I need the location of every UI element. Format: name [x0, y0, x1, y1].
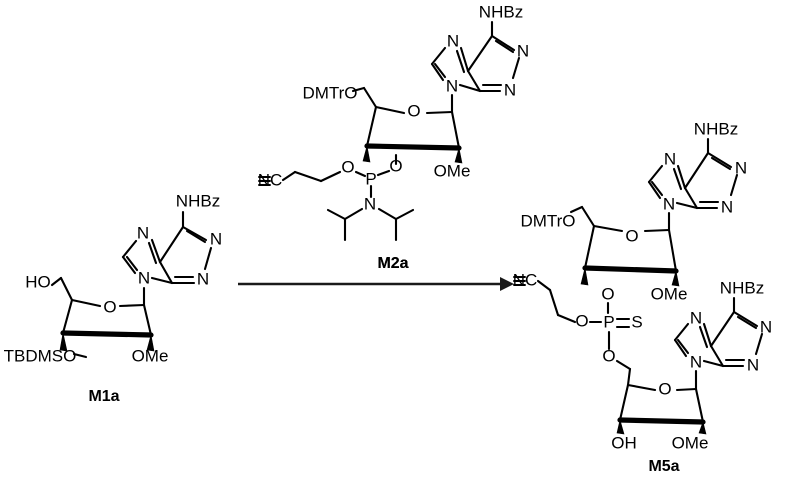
- m5a-N3-lower-label: N: [747, 355, 759, 374]
- m5a-DMTrO-label: DMTrO: [520, 211, 575, 230]
- m2a-NC-label: NC: [258, 170, 283, 189]
- structure-m2a: DMTrO O OMe NHBz N N N N NC O P O N M2a: [258, 2, 529, 272]
- m5a-N1-lower-label: N: [760, 317, 772, 336]
- m1a-TBDMSO-label: TBDMSO: [4, 346, 77, 365]
- m2a-N7-label: N: [447, 31, 459, 50]
- m5a-ring-oxygen-lower-label: O: [658, 379, 671, 398]
- arrow-reagent-label: M2a: [377, 255, 408, 272]
- m5a-purine-ring-upper: [647, 137, 739, 232]
- m2a-amine-nitrogen-label: N: [364, 194, 376, 213]
- m2a-ring-oxygen-label: O: [407, 101, 420, 120]
- m1a-N7-label: N: [137, 223, 149, 242]
- m5a-upper-ester-oxygen-label: O: [601, 284, 614, 303]
- m5a-purine-ring-lower: [673, 296, 764, 391]
- m5a-N9-upper-label: N: [663, 194, 675, 213]
- structure-m1a: HO TBDMSO OMe O NHBz N N N N M1a: [4, 191, 223, 405]
- m5a-structure-label: M5a: [648, 458, 679, 475]
- m2a-structure-label: M2a: [377, 255, 408, 272]
- structure-m5a: DMTrO O OMe NHBz N N N N NC O O P S O O …: [513, 119, 772, 475]
- m5a-N7-lower-label: N: [690, 308, 702, 327]
- m1a-structure-label: M1a: [88, 388, 119, 405]
- m2a-NHBz-label: NHBz: [479, 2, 523, 21]
- m5a-ring-oxygen-upper-label: O: [625, 226, 638, 245]
- m2a-phosphorus-label: P: [365, 169, 376, 188]
- m1a-N1-label: N: [210, 229, 222, 248]
- reaction-arrow-head: [500, 277, 514, 291]
- m2a-phosphoramidite-oxygen-label: O: [389, 156, 402, 175]
- m5a-sulfur-label: S: [631, 312, 642, 331]
- m5a-NHBz-lower-label: NHBz: [720, 278, 764, 297]
- m2a-ester-oxygen-label: O: [341, 157, 354, 176]
- m2a-DMTrO-label: DMTrO: [302, 83, 357, 102]
- m1a-NHBz-label: NHBz: [176, 191, 220, 210]
- m1a-N9-label: N: [138, 268, 150, 287]
- reaction-arrow: [238, 277, 514, 291]
- m1a-HO-label: HO: [25, 272, 51, 291]
- m5a-ribose-upper: [569, 205, 680, 287]
- m5a-N9-lower-label: N: [690, 352, 702, 371]
- m5a-OMe-upper-label: OMe: [651, 284, 688, 303]
- m5a-N3-upper-label: N: [721, 197, 733, 216]
- m2a-N9-label: N: [446, 76, 458, 95]
- m1a-ribose: [50, 276, 155, 359]
- m5a-phosphorus-label: P: [603, 312, 614, 331]
- m2a-OMe-label: OMe: [434, 161, 471, 180]
- m1a-purine-ring: [121, 210, 213, 307]
- m2a-ribose: [351, 86, 463, 164]
- m2a-N3-label: N: [504, 80, 516, 99]
- m5a-OMe-lower-label: OMe: [672, 433, 709, 452]
- m5a-NHBz-upper-label: NHBz: [694, 119, 738, 138]
- m2a-phosphoramidite: [258, 153, 415, 242]
- m2a-N1-label: N: [517, 41, 529, 60]
- m5a-ribose-lower: [616, 367, 707, 435]
- m5a-phosphorothioate: [513, 276, 632, 371]
- m1a-OMe-label: OMe: [132, 346, 169, 365]
- m5a-OH-label: OH: [611, 433, 637, 452]
- m5a-N1-upper-label: N: [735, 158, 747, 177]
- m5a-lower-ester-oxygen-label: O: [602, 346, 615, 365]
- m5a-NC-label: NC: [513, 270, 538, 289]
- m1a-ring-oxygen-label: O: [103, 297, 116, 316]
- m5a-N7-upper-label: N: [664, 149, 676, 168]
- m1a-N3-label: N: [197, 269, 209, 288]
- m2a-purine-ring: [430, 20, 521, 114]
- m5a-cyanoethyl-oxygen-label: O: [575, 311, 588, 330]
